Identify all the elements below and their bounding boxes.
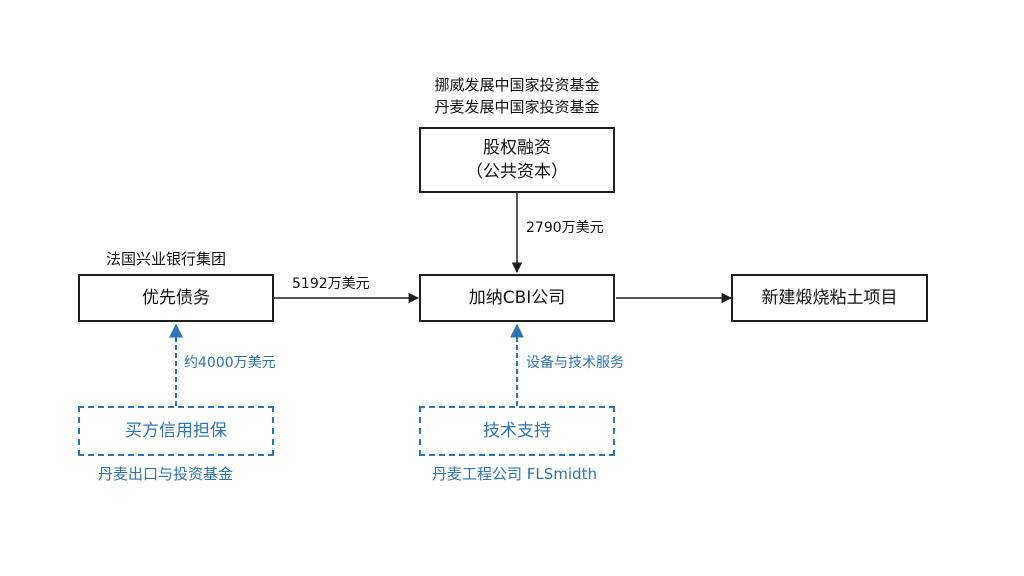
technical-support-box: 技术支持 (419, 406, 615, 456)
tech-provider-label: 丹麦工程公司 FLSmidth (432, 465, 597, 483)
equity-financing-box: 股权融资 （公共资本） (419, 127, 615, 193)
company-box: 加纳CBI公司 (419, 274, 615, 322)
equity-box-title: 股权融资 (483, 138, 551, 158)
buyer-credit-guarantee-box: 买方信用担保 (78, 406, 274, 456)
equity-box-subtitle: （公共资本） (466, 162, 568, 182)
guarantee-provider-label: 丹麦出口与投资基金 (98, 465, 234, 483)
debt-amount-label: 5192万美元 (292, 276, 370, 292)
equity-funders-label: 挪威发展中国家投资基金 丹麦发展中国家投资基金 (400, 74, 634, 118)
project-box: 新建煅烧粘土项目 (731, 274, 928, 322)
equity-funder-denmark: 丹麦发展中国家投资基金 (434, 98, 600, 116)
guarantee-amount-label: 约4000万美元 (184, 355, 276, 371)
senior-debt-box: 优先债务 (78, 274, 274, 322)
debt-funder-label: 法国兴业银行集团 (106, 250, 227, 268)
tech-services-label: 设备与技术服务 (526, 355, 624, 371)
equity-amount-label: 2790万美元 (526, 220, 604, 236)
equity-funder-norway: 挪威发展中国家投资基金 (434, 76, 600, 94)
